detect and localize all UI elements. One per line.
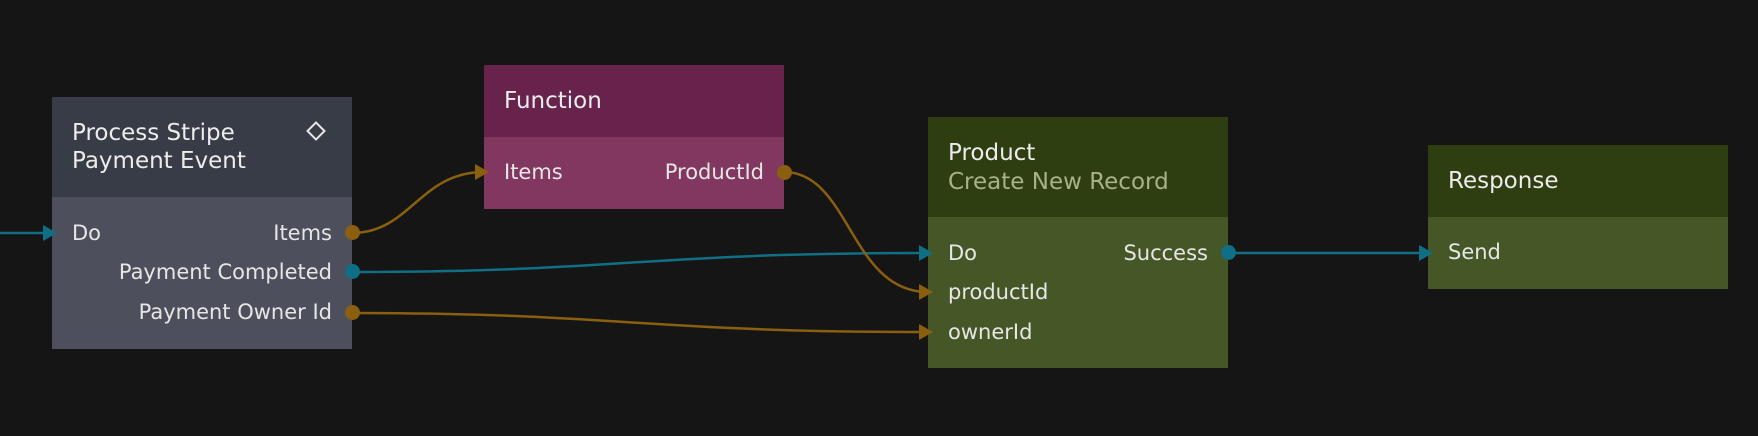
function-port-productid[interactable]: ProductId: [664, 160, 764, 184]
process-payment-completed-output-dot[interactable]: [345, 264, 360, 279]
product-node-subtitle: Create New Record: [948, 169, 1169, 195]
function-node[interactable]: Function Items ProductId: [484, 65, 784, 209]
process-port-payment-completed[interactable]: Payment Completed: [118, 260, 332, 284]
product-port-do[interactable]: Do: [948, 241, 978, 265]
process-port-payment-owner-id[interactable]: Payment Owner Id: [138, 300, 332, 324]
response-node[interactable]: Response Send: [1428, 145, 1728, 289]
function-node-title: Function: [504, 88, 602, 114]
product-node-body: Do Success productId ownerId: [928, 217, 1228, 368]
product-productid-input-arrow[interactable]: [919, 284, 933, 300]
response-send-input-arrow[interactable]: [1419, 245, 1433, 261]
product-do-input-arrow[interactable]: [919, 245, 933, 261]
process-stripe-payment-event-node[interactable]: Process Stripe Payment Event Do Items Pa…: [52, 97, 352, 349]
product-success-output-dot[interactable]: [1221, 245, 1236, 260]
product-node[interactable]: Product Create New Record Do Success pro…: [928, 117, 1228, 368]
response-node-title: Response: [1448, 168, 1559, 194]
process-node-title-line2: Payment Event: [72, 148, 246, 174]
function-node-header[interactable]: Function: [484, 65, 784, 137]
product-node-title: Product: [948, 140, 1036, 166]
wire-productid-to-product-productid[interactable]: [783, 170, 929, 294]
process-do-input-arrow[interactable]: [43, 225, 57, 241]
process-items-output-dot[interactable]: [345, 225, 360, 240]
response-port-send[interactable]: Send: [1448, 240, 1501, 264]
function-items-input-arrow[interactable]: [475, 164, 489, 180]
wire-payment-owner-id-to-product-ownerid[interactable]: [351, 311, 929, 334]
process-port-do[interactable]: Do: [72, 221, 102, 245]
response-node-header[interactable]: Response: [1428, 145, 1728, 217]
process-node-body: Do Items Payment Completed Payment Owner…: [52, 197, 352, 349]
product-node-header[interactable]: Product Create New Record: [928, 117, 1228, 217]
product-port-success[interactable]: Success: [1123, 241, 1208, 265]
function-port-items[interactable]: Items: [504, 160, 563, 184]
product-port-productid[interactable]: productId: [948, 280, 1049, 304]
wire-payment-completed-to-product-do[interactable]: [351, 251, 929, 274]
function-productid-output-dot[interactable]: [777, 165, 792, 180]
wire-items-to-function-items[interactable]: [351, 170, 485, 235]
product-ownerid-input-arrow[interactable]: [919, 324, 933, 340]
process-node-title-line1: Process Stripe: [72, 120, 235, 146]
process-payment-owner-id-output-dot[interactable]: [345, 305, 360, 320]
product-port-ownerid[interactable]: ownerId: [948, 320, 1033, 344]
response-node-body: Send: [1428, 217, 1728, 289]
process-node-header[interactable]: Process Stripe Payment Event: [52, 97, 352, 197]
function-node-body: Items ProductId: [484, 137, 784, 209]
process-port-items[interactable]: Items: [273, 221, 332, 245]
